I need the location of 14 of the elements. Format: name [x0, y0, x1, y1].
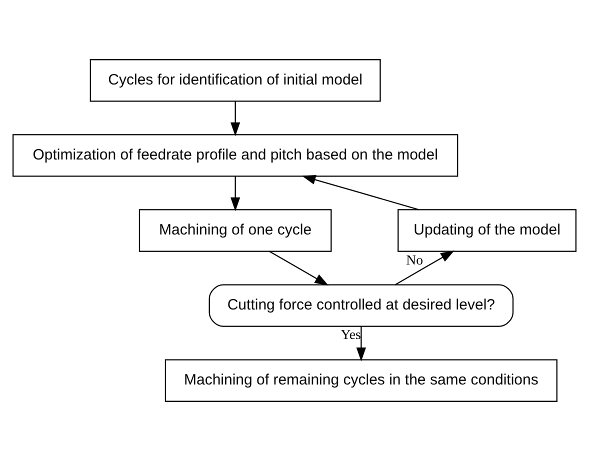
node-box: Updating of the model	[398, 209, 577, 252]
node-box: Optimization of feedrate profile and pitch based on the model	[12, 134, 458, 177]
edge-label: Yes	[340, 327, 361, 342]
node-box: Machining of remaining cycles in the same conditions	[164, 359, 558, 402]
arrow	[394, 250, 454, 286]
node-box: Cycles for identification of initial model	[90, 59, 381, 102]
node-box: Machining of one cycle	[138, 209, 332, 252]
arrow	[302, 174, 420, 210]
arrow	[356, 326, 366, 362]
arrow	[230, 101, 240, 136]
arrow	[230, 176, 240, 212]
node-box: Cutting force controlled at desired level?	[208, 284, 514, 327]
arrow	[269, 250, 329, 286]
edge-label: No	[406, 252, 424, 268]
